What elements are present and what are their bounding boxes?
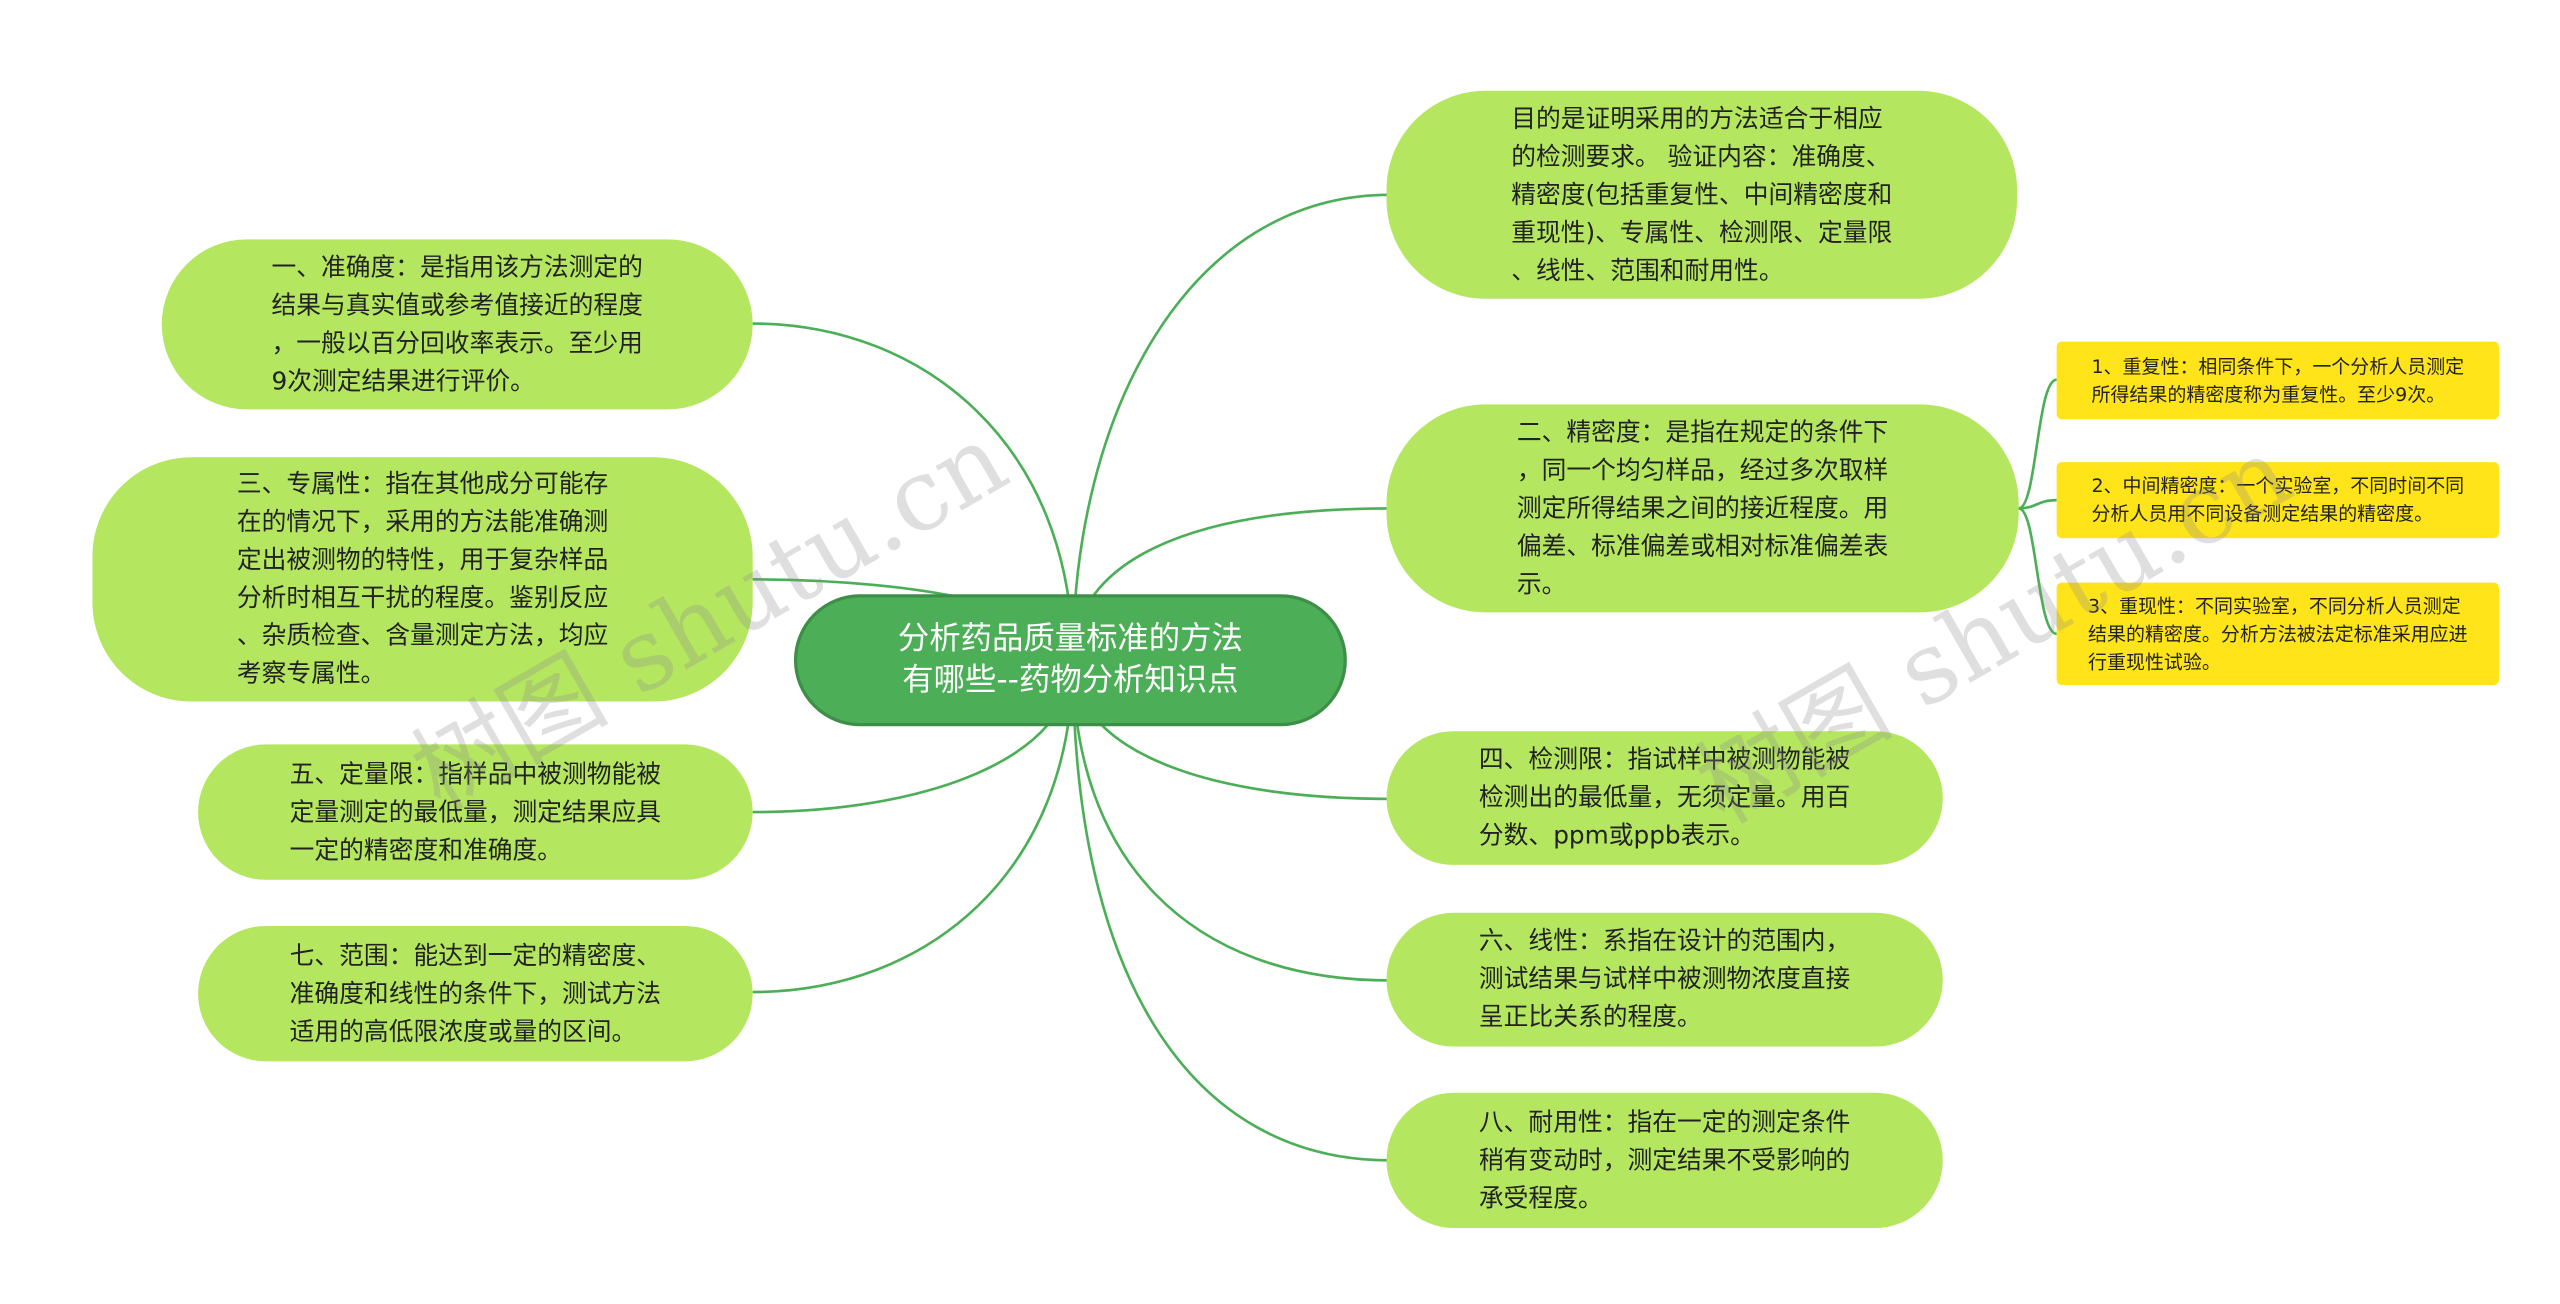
leaf-reproducibility-label: 3、重现性：不同实验室，不同分析人员测定 结果的精密度。分析方法被法定标准采用应… [2088,593,2468,673]
node-robustness[interactable]: 八、耐用性：指在一定的测定条件 稍有变动时，测定结果不受影响的 承受程度。 [1386,1092,1943,1229]
leaf-repeatability[interactable]: 1、重复性：相同条件下，一个分析人员测定 所得结果的精密度称为重复性。至少9次。 [2056,341,2500,420]
node-detection-limit-label: 四、检测限：指试样中被测物能被 检测出的最低量，无须定量。用百 分数、ppm或p… [1478,744,1851,851]
node-linearity-label: 六、线性：系指在设计的范围内， 测试结果与试样中被测物浓度直接 呈正比关系的程度… [1478,925,1851,1032]
node-robustness-label: 八、耐用性：指在一定的测定条件 稍有变动时，测定结果不受影响的 承受程度。 [1478,1106,1851,1213]
root-node[interactable]: 分析药品质量标准的方法 有哪些--药物分析知识点 [793,594,1347,727]
node-detection-limit[interactable]: 四、检测限：指试样中被测物能被 检测出的最低量，无须定量。用百 分数、ppm或p… [1386,731,1943,865]
edge-root-range [752,660,1075,994]
edge-root-linearity [1071,660,1390,982]
node-precision-label: 二、精密度：是指在规定的条件下 ，同一个均匀样品，经过多次取样 测定所得结果之间… [1516,416,1889,599]
root-node-label: 分析药品质量标准的方法 有哪些--药物分析知识点 [897,620,1243,699]
leaf-reproducibility[interactable]: 3、重现性：不同实验室，不同分析人员测定 结果的精密度。分析方法被法定标准采用应… [2056,582,2500,685]
edge-precision-repeatability [2018,378,2058,510]
node-accuracy[interactable]: 一、准确度：是指用该方法测定的 结果与真实值或参考值接近的程度 ，一般以百分回收… [161,239,753,410]
node-range-label: 七、范围：能达到一定的精密度、 准确度和线性的条件下，测试方法 适用的高低限浓度… [289,940,662,1046]
node-specificity[interactable]: 三、专属性：指在其他成分可能存 在的情况下，采用的方法能准确测 定出被测物的特性… [92,457,753,702]
node-accuracy-label: 一、准确度：是指用该方法测定的 结果与真实值或参考值接近的程度 ，一般以百分回收… [271,251,643,396]
node-purpose[interactable]: 目的是证明采用的方法适合于相应 的检测要求。 验证内容：准确度、 精密度(包括重… [1386,90,2018,299]
leaf-repeatability-label: 1、重复性：相同条件下，一个分析人员测定 所得结果的精密度称为重复性。至少9次。 [2091,354,2465,406]
edge-root-accuracy [752,322,1075,661]
edge-root-robustness [1071,660,1390,1162]
node-quantitation-limit[interactable]: 五、定量限：指样品中被测物能被 定量测定的最低量，测定结果应具 一定的精密度和准… [198,744,753,880]
leaf-intermediate-precision[interactable]: 2、中间精密度：一个实验室，不同时间不同 分析人员用不同设备测定结果的精密度。 [2056,462,2500,539]
edge-root-purpose [1071,193,1390,661]
leaf-intermediate-precision-label: 2、中间精密度：一个实验室，不同时间不同 分析人员用不同设备测定结果的精密度。 [2091,473,2465,525]
node-range[interactable]: 七、范围：能达到一定的精密度、 准确度和线性的条件下，测试方法 适用的高低限浓度… [198,925,753,1062]
node-precision[interactable]: 二、精密度：是指在规定的条件下 ，同一个均匀样品，经过多次取样 测定所得结果之间… [1386,404,2019,613]
node-purpose-label: 目的是证明采用的方法适合于相应 的检测要求。 验证内容：准确度、 精密度(包括重… [1511,103,1893,285]
node-quantitation-limit-label: 五、定量限：指样品中被测物能被 定量测定的最低量，测定结果应具 一定的精密度和准… [289,758,662,865]
edge-precision-intermediate [2018,498,2057,510]
node-specificity-label: 三、专属性：指在其他成分可能存 在的情况下，采用的方法能准确测 定出被测物的特性… [236,468,609,689]
node-linearity[interactable]: 六、线性：系指在设计的范围内， 测试结果与试样中被测物浓度直接 呈正比关系的程度… [1386,912,1943,1047]
edge-precision-reproducibility [2018,507,2058,636]
